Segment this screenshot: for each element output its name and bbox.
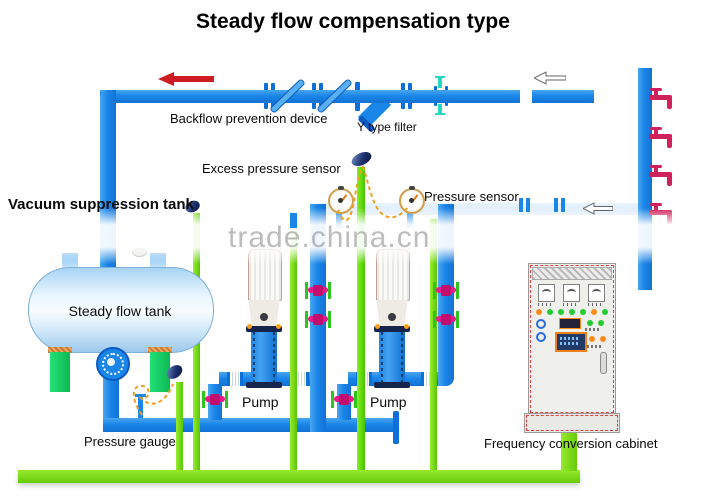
tank-leg-pad-icon	[148, 347, 172, 353]
pump-1-label: Pump	[242, 394, 279, 410]
pump-flange	[246, 324, 282, 332]
indicator-lamp-icon	[580, 309, 586, 315]
pump-flange	[374, 382, 410, 388]
cabinet-label: Frequency conversion cabinet	[484, 436, 658, 451]
sensor-pipe-green	[290, 226, 297, 471]
indicator-lamp-icon	[602, 309, 608, 315]
indicator-lamp-icon	[598, 320, 604, 326]
drain-valve-cap-icon	[435, 76, 445, 78]
cabinet-base	[524, 413, 620, 433]
panel-meter-icon	[563, 284, 580, 302]
meter-scale-icon	[563, 303, 578, 306]
tank-outlet-flange-hole-icon	[107, 358, 115, 366]
cabinet-door-frame	[530, 265, 614, 413]
tie-rod-icon	[401, 332, 403, 382]
header-end-flange-icon	[393, 411, 399, 444]
tie-rod-icon	[253, 332, 255, 382]
excess-pressure-sensor-pipe	[357, 167, 365, 471]
coupling-window-icon	[260, 313, 268, 321]
pipe-stub-icon	[290, 211, 297, 228]
drain-valve-stem-icon	[438, 104, 442, 114]
expansion-joint-icon	[227, 372, 243, 386]
frequency-conversion-cabinet	[528, 263, 616, 415]
digital-display-icon	[559, 318, 581, 329]
y-filter-label: Y type filter	[357, 120, 417, 134]
tie-rod-icon	[381, 332, 383, 382]
steady-flow-tank-label: Steady flow tank	[68, 303, 172, 319]
control-display-icon	[555, 332, 587, 352]
indicator-lamp-icon	[547, 309, 553, 315]
panel-meter-icon	[588, 284, 605, 302]
watermark-text: trade.china.cn	[228, 221, 431, 254]
excess-pressure-sensor-head-icon	[349, 149, 374, 169]
pressure-gauge-label: Pressure gauge	[84, 434, 176, 449]
top-supply-pipe-segment	[532, 90, 594, 103]
flow-arrow-red-icon	[158, 72, 214, 86]
pressure-sensor-label: Pressure sensor	[424, 189, 519, 204]
flow-arrow-outline-icon	[583, 202, 613, 215]
sensor-pipe-green	[430, 219, 437, 471]
flange-icon	[554, 198, 558, 212]
pressure-sensor-dial-icon	[328, 186, 354, 214]
indicator-lamp-icon	[558, 309, 564, 315]
flange-icon	[519, 198, 523, 212]
meter-scale-icon	[588, 303, 603, 306]
pump-barrel	[251, 332, 277, 382]
pressure-sensor-dial-icon	[399, 186, 425, 214]
coupling-window-icon	[388, 313, 396, 321]
tank-leg-pad-icon	[48, 347, 72, 353]
tank-leg	[150, 352, 170, 392]
meter-scale-icon	[538, 303, 553, 306]
suction-valve-icon	[202, 391, 228, 408]
flange-icon	[526, 198, 530, 212]
pump-lantern	[248, 300, 280, 326]
backflow-device-label: Backflow prevention device	[170, 111, 328, 126]
indicator-lamp-icon	[536, 309, 542, 315]
cabinet-feed-pipe	[561, 428, 577, 471]
suction-header-pipe	[103, 418, 396, 432]
suction-valve-icon	[331, 391, 357, 408]
sensor-pipe-green	[176, 382, 183, 471]
faucet-icon	[649, 127, 677, 149]
vacuum-suppression-tank-label: Vacuum suppression tank	[8, 196, 194, 213]
cabinet-handle-icon	[600, 352, 607, 374]
riser-valve-icon	[433, 311, 459, 328]
coil-symbol-icon	[536, 319, 546, 329]
indicator-lamp-icon	[591, 309, 597, 315]
pump-lantern	[376, 300, 408, 326]
pump-flange	[246, 382, 282, 388]
tie-rod-icon	[273, 332, 275, 382]
top-supply-pipe	[100, 90, 520, 103]
diagram-title: Steady flow compensation type	[196, 10, 510, 33]
coil-symbol-icon	[536, 332, 546, 342]
button-row-icon	[585, 328, 599, 331]
riser-valve-icon	[433, 282, 459, 299]
excess-pressure-sensor-label: Excess pressure sensor	[202, 161, 341, 176]
pump-flange	[374, 324, 410, 332]
bottom-green-main-pipe	[18, 470, 580, 483]
steady-flow-tank	[28, 267, 214, 353]
indicator-lamp-icon	[569, 309, 575, 315]
pump-1	[246, 244, 282, 394]
faucet-icon	[649, 88, 677, 110]
pump-2	[374, 244, 410, 394]
pump-barrel	[379, 332, 405, 382]
tank-leg	[50, 352, 70, 392]
cabinet-base-frame	[526, 415, 618, 431]
riser-valve-icon	[305, 282, 331, 299]
indicator-lamp-icon	[600, 336, 606, 342]
pump-2-label: Pump	[370, 394, 407, 410]
riser-valve-icon	[305, 311, 331, 328]
flow-arrow-outline-icon	[534, 71, 566, 85]
pressure-gauge-stub-pipe	[138, 396, 143, 418]
button-row-icon	[587, 345, 601, 348]
panel-meter-icon	[538, 284, 555, 302]
drain-valve-stem-icon	[438, 78, 442, 88]
drain-valve-cap-icon	[435, 113, 445, 115]
faucet-icon	[649, 165, 677, 187]
cabinet-vent-grille-icon	[532, 267, 612, 280]
indicator-lamp-icon	[589, 336, 595, 342]
indicator-lamp-icon	[587, 320, 593, 326]
flange-icon	[561, 198, 565, 212]
